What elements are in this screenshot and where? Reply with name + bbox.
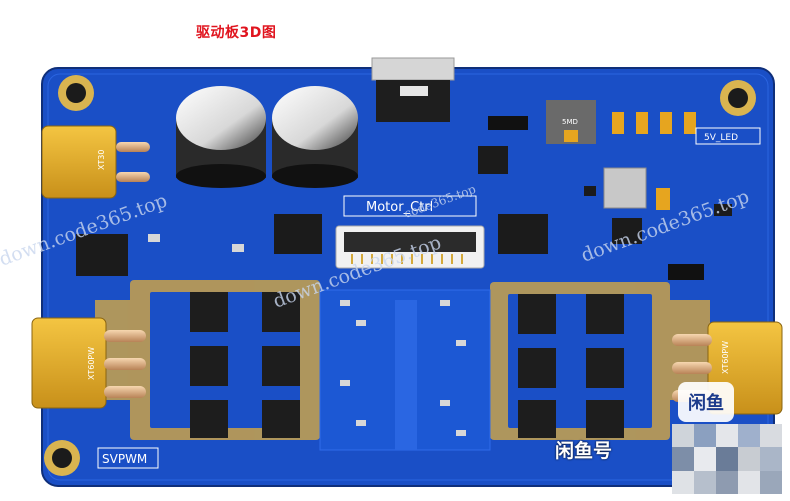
voltage-regulator <box>371 57 455 122</box>
svg-text:XT60PW: XT60PW <box>721 341 730 374</box>
brand-badge: 闲鱼 <box>678 382 734 422</box>
mosaic-blur <box>672 424 782 494</box>
passives <box>148 112 732 436</box>
xt60-connector-left <box>31 317 146 409</box>
xt30-connector <box>41 125 150 199</box>
ffc-connector <box>335 225 485 269</box>
svg-text:XT30: XT30 <box>97 150 106 170</box>
header-label: Motor_Ctrl <box>366 200 433 215</box>
svpwm-label: SVPWM <box>102 452 147 466</box>
svg-text:XT60PW: XT60PW <box>87 347 96 380</box>
capacitor-left <box>176 86 266 188</box>
brand-text: 闲鱼号 <box>555 440 613 462</box>
mosfets-left <box>190 292 300 438</box>
mosfets-right <box>518 294 624 438</box>
caption: 驱动板3D图 <box>196 25 277 41</box>
shield-box <box>603 167 647 209</box>
svg-text:5MD: 5MD <box>562 118 578 126</box>
led-label: 5V_LED <box>704 133 738 143</box>
driver-ics <box>76 146 642 276</box>
capacitor-right <box>272 86 358 188</box>
